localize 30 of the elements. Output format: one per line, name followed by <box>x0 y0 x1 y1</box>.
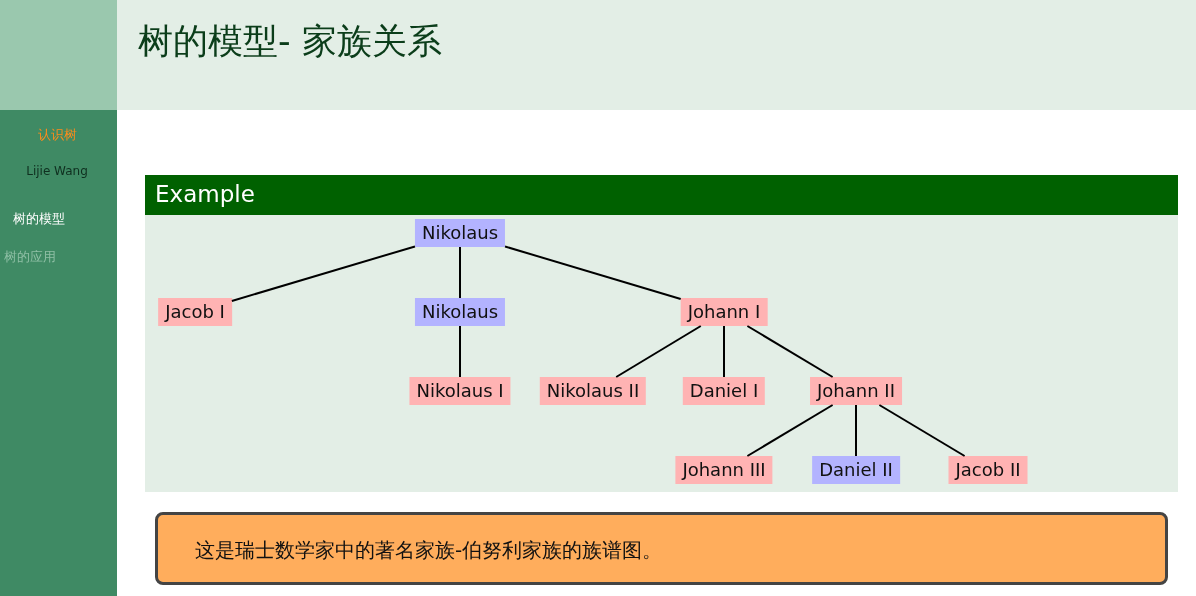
block-title: Example <box>145 175 1178 215</box>
person-box: Jacob II <box>948 456 1028 484</box>
tree-link <box>746 325 834 378</box>
person-box: Nikolaus <box>414 219 506 247</box>
tree-link <box>230 245 416 302</box>
person-box: Daniel I <box>682 377 766 405</box>
tree-link <box>746 404 834 457</box>
sidebar-nav-item: 树的模型 <box>13 210 65 228</box>
sidebar-nav-item: 树的应用 <box>4 248 56 266</box>
tree-link <box>723 325 725 378</box>
person-box: Nikolaus II <box>539 377 647 405</box>
person-box: Nikolaus <box>414 298 506 326</box>
person-box: Johann II <box>810 377 902 405</box>
person-box: Daniel II <box>812 456 900 484</box>
person-box: Jacob I <box>158 298 232 326</box>
example-block <box>145 175 1178 492</box>
note-box <box>155 512 1168 585</box>
sidebar-nav-item: 认识树 <box>37 126 77 144</box>
person-box: Johann I <box>680 298 768 326</box>
person-box: Johann III <box>675 456 773 484</box>
tree-link <box>459 325 461 378</box>
tree-link <box>855 404 857 457</box>
person-box: Nikolaus I <box>409 377 511 405</box>
note-text: 这是瑞士数学家中的著名家族-伯努利家族的族谱图。 <box>195 537 663 564</box>
sidebar-nav-item: Lijie Wang <box>26 164 88 178</box>
slide-title: 树的模型- 家族关系 <box>138 20 442 63</box>
tree-link <box>504 245 682 301</box>
tree-link <box>459 246 461 299</box>
tree-link <box>878 404 966 457</box>
tree-link <box>615 325 702 378</box>
